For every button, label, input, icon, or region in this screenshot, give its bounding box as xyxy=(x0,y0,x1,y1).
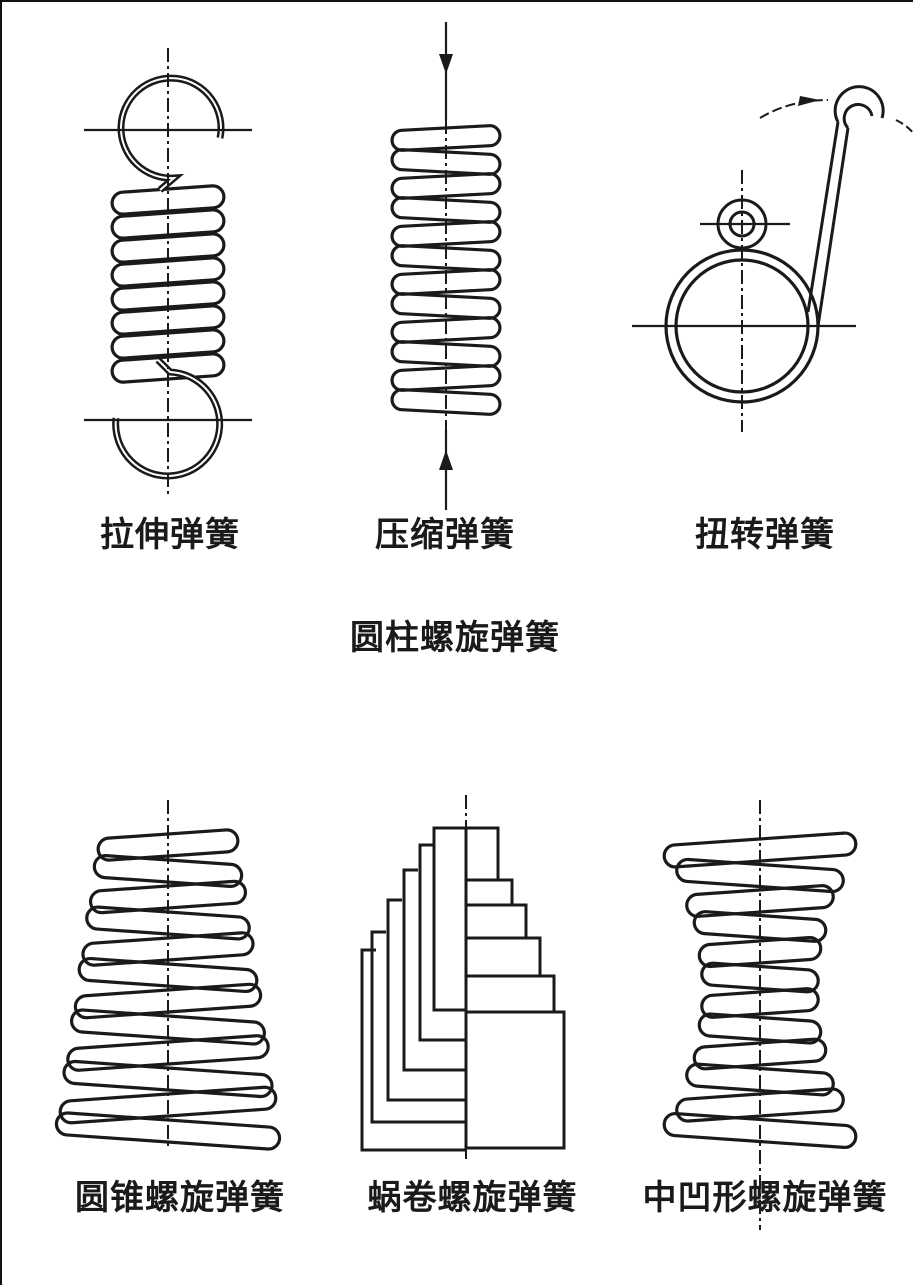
volute-section-profile xyxy=(418,843,466,1042)
arm-right-edge xyxy=(806,121,840,313)
rotation-arrow-line xyxy=(759,99,829,119)
compression-coil xyxy=(390,388,502,416)
conical-spring-label: 圆锥螺旋弹簧 xyxy=(75,1178,285,1218)
volute-section-profile xyxy=(386,898,466,1102)
extension-spring-drawing xyxy=(84,48,252,496)
concave-spring-label: 中凹形螺旋弹簧 xyxy=(642,1178,888,1218)
rotation-arrow-tail xyxy=(895,119,915,135)
bottom-force-arrow xyxy=(439,450,453,470)
volute-spring-label: 蜗卷螺旋弹簧 xyxy=(367,1178,578,1218)
volute-section-profile xyxy=(432,826,466,1012)
torsion-spring-drawing xyxy=(632,85,915,432)
coil-wire xyxy=(390,364,502,392)
arm-hook-outer xyxy=(833,85,885,123)
arm-hook-inner xyxy=(842,102,874,130)
extension-spring-label: 拉伸弹簧 xyxy=(100,515,240,555)
volute-strip-step xyxy=(464,1010,566,1150)
top-hook xyxy=(117,74,225,193)
volute-spring-drawing xyxy=(360,795,566,1160)
compression-spring-drawing xyxy=(390,22,502,510)
volute-strip-step xyxy=(464,974,556,1017)
volute-strip-step xyxy=(464,826,500,882)
torsion-spring-label: 扭转弹簧 xyxy=(695,515,835,555)
bottom-hook-inner xyxy=(114,359,221,477)
concave-coil xyxy=(697,1012,823,1045)
rotation-arrow-head xyxy=(798,96,820,106)
volute-section-profile xyxy=(370,930,466,1124)
cylindrical-group-label: 圆柱螺旋弹簧 xyxy=(350,618,560,658)
concave-spring-drawing xyxy=(662,800,858,1230)
arm-left-edge xyxy=(816,127,850,327)
volute-section-profile xyxy=(402,868,466,1072)
compression-spring-label: 压缩弹簧 xyxy=(375,515,515,555)
compression-coil xyxy=(390,364,502,392)
top-hook-inner xyxy=(119,77,222,191)
volute-section-profile xyxy=(360,948,466,1152)
top-force-arrow xyxy=(439,54,453,74)
coil-wire xyxy=(697,1012,823,1045)
coil-wire xyxy=(390,388,502,416)
conical-spring-drawing xyxy=(54,800,282,1151)
